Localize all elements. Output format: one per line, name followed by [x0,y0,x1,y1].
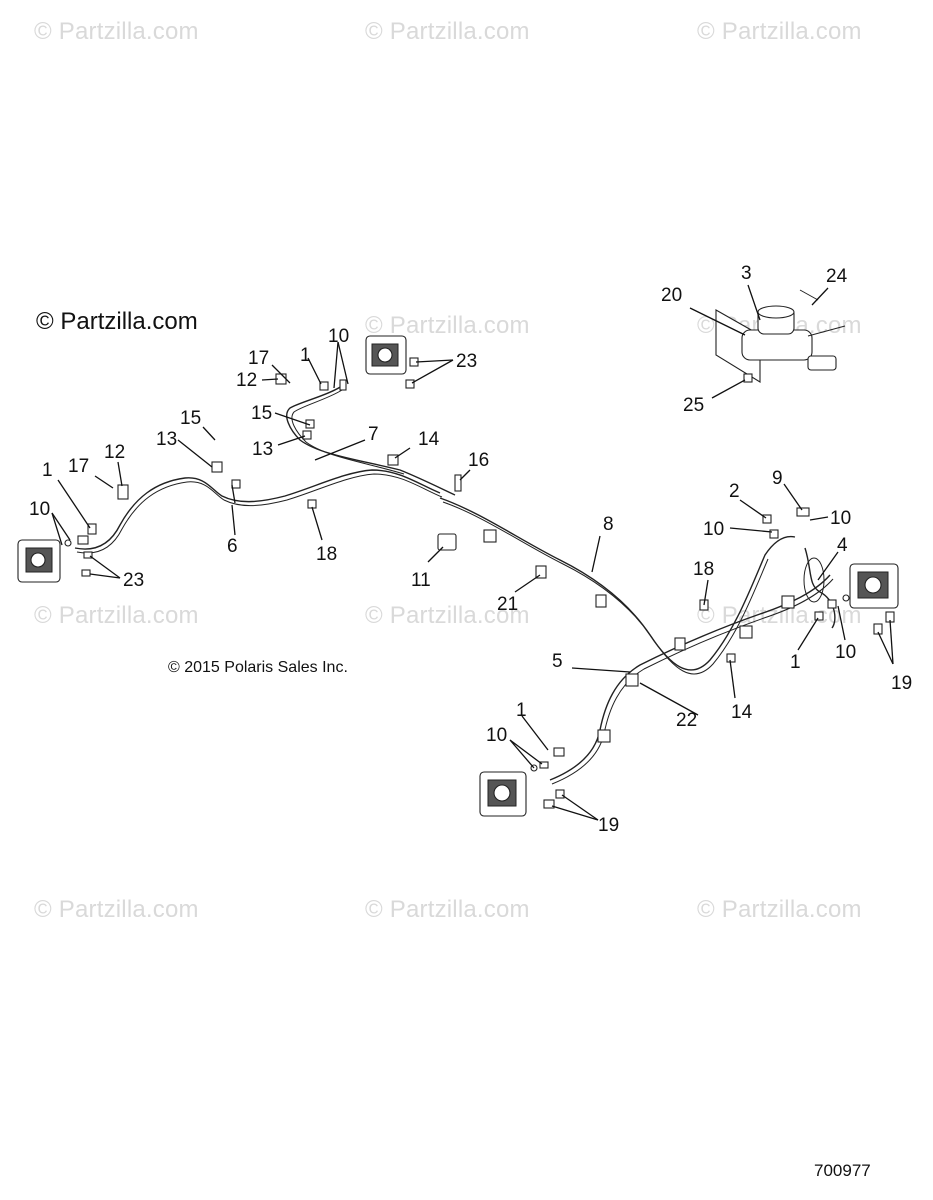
watermark: © Partzilla.com [365,602,530,629]
callout-10: 10 [835,642,856,663]
callout-15: 15 [180,408,201,429]
callout-1: 1 [300,345,311,366]
oem-copyright: © 2015 Polaris Sales Inc. [168,659,348,676]
callout-1: 1 [790,652,801,673]
brake-line-8 [439,497,796,671]
watermark: © Partzilla.com [34,602,199,629]
callout-4: 4 [837,535,848,556]
callout-7: 7 [368,424,379,445]
callout-25: 25 [683,395,704,416]
callout-9: 9 [772,468,783,489]
callout-13: 13 [156,429,177,450]
callout-10: 10 [328,326,349,347]
callout-23: 23 [123,570,144,591]
callout-11: 11 [411,570,431,591]
callout-15: 15 [251,403,272,424]
callout-10: 10 [830,508,851,529]
callout-20: 20 [661,285,682,306]
callout-12: 12 [236,370,257,391]
callout-23: 23 [456,351,477,372]
callout-5: 5 [552,651,563,672]
brake-line-7 [286,383,456,496]
callout-18: 18 [693,559,714,580]
callout-10: 10 [486,725,507,746]
callout-6: 6 [227,536,238,557]
callout-1: 1 [42,460,53,481]
caliper-right-front [849,563,899,609]
watermark: © Partzilla.com [365,896,530,923]
brake-line-4 [804,547,836,629]
callout-17: 17 [248,348,269,369]
fittings [64,357,895,809]
callout-17: 17 [68,456,89,477]
brake-line-6 [74,469,441,550]
callout-19: 19 [891,673,912,694]
callout-labels: 1 1 1 1 2 3 4 5 6 7 8 9 10 10 10 10 10 1… [29,263,912,836]
callout-10: 10 [29,499,50,520]
callout-1: 1 [516,700,527,721]
watermark: © Partzilla.com [697,18,862,45]
caliper-left-rear [17,539,61,583]
callout-14: 14 [418,429,440,450]
callout-2: 2 [729,481,740,502]
diagram-number: 700977 [814,1161,871,1180]
callout-24: 24 [826,266,848,287]
watermark: © Partzilla.com [365,18,530,45]
caliper-bottom [479,771,527,817]
callout-13: 13 [252,439,273,460]
caliper-top [365,335,407,375]
watermark: © Partzilla.com [697,896,862,923]
master-cylinder [715,289,846,383]
callout-10: 10 [703,519,724,540]
callout-21: 21 [497,594,518,615]
callout-3: 3 [741,263,752,284]
site-copyright: © Partzilla.com [36,308,198,335]
callout-8: 8 [603,514,614,535]
watermark: © Partzilla.com [365,312,530,339]
watermark: © Partzilla.com [34,18,199,45]
callout-14: 14 [731,702,753,723]
leader-lines [51,284,894,821]
callout-19: 19 [598,815,619,836]
callout-18: 18 [316,544,337,565]
callout-12: 12 [104,442,125,463]
watermark: © Partzilla.com [34,896,199,923]
callout-16: 16 [468,450,489,471]
callout-22: 22 [676,710,697,731]
